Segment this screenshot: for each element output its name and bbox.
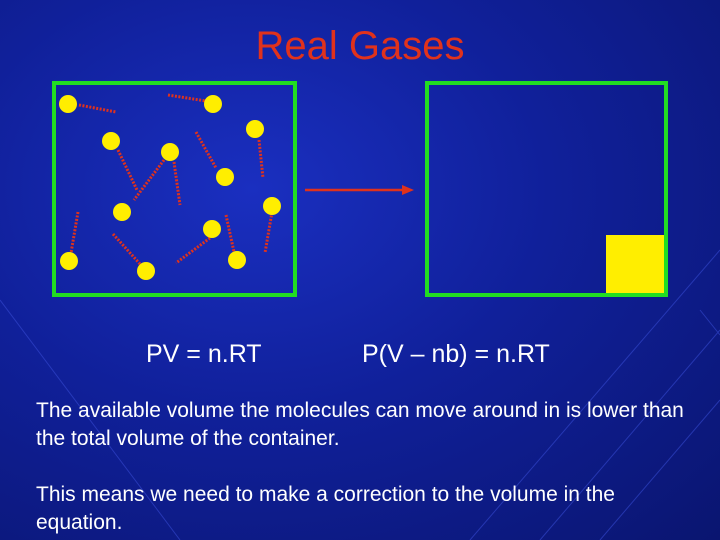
equation-real-gas: P(V – nb) = n.RT [362, 340, 550, 368]
trail [69, 211, 80, 254]
trail [175, 236, 211, 265]
trail [263, 211, 274, 254]
molecule [59, 95, 77, 113]
molecule [102, 132, 120, 150]
explanation-paragraph-2: This means we need to make a correction … [36, 483, 615, 534]
trail [116, 149, 139, 191]
trail [224, 214, 236, 253]
molecule-trails [69, 93, 274, 266]
molecule [204, 95, 222, 113]
trail [78, 103, 117, 114]
molecule [60, 252, 78, 270]
trail [257, 139, 265, 179]
equation-ideal-gas: PV = n.RT [146, 340, 262, 368]
molecule [161, 143, 179, 161]
molecule [228, 251, 246, 269]
trail [194, 131, 218, 169]
trail [132, 159, 166, 201]
molecule [263, 197, 281, 215]
molecule [246, 120, 264, 138]
trail [111, 232, 142, 266]
molecule [137, 262, 155, 280]
container-box-right [425, 81, 668, 297]
explanation-paragraph-1: The available volume the molecules can m… [36, 399, 684, 450]
molecules [59, 95, 281, 280]
arrow [305, 185, 414, 195]
slide-title: Real Gases [255, 24, 465, 68]
molecule [113, 203, 131, 221]
molecule [203, 220, 221, 238]
trail [167, 93, 207, 103]
container-box-left [52, 81, 297, 297]
excluded-volume-square [606, 235, 664, 293]
trail [172, 161, 182, 206]
molecule [216, 168, 234, 186]
